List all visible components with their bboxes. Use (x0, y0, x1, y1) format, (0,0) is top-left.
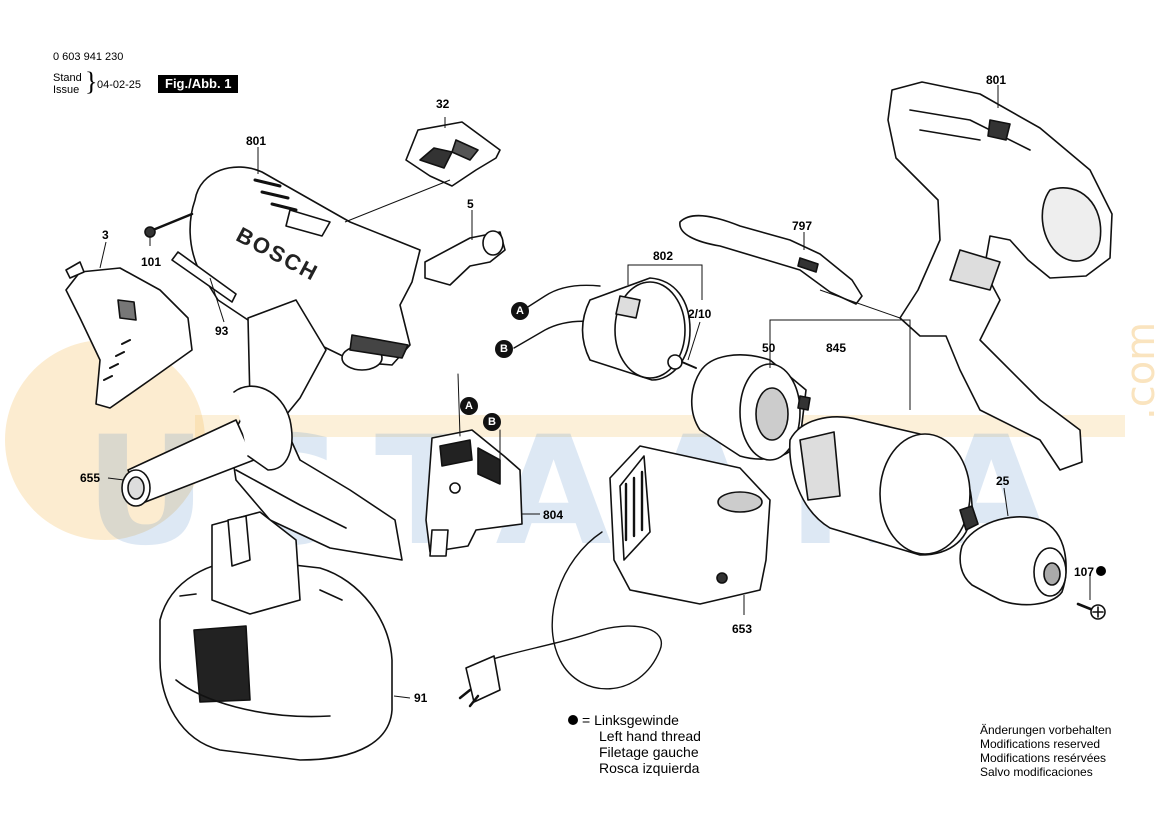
callout-655: 655 (80, 471, 101, 485)
part-number: 0 603 941 230 (53, 51, 124, 63)
part-93-clip (171, 251, 237, 303)
part-50-ring-gear (690, 354, 811, 461)
callout-3: 3 (102, 228, 109, 242)
part-101-screw (144, 212, 194, 238)
callout-32: 32 (436, 97, 450, 111)
notice-line-4: Salvo modificaciones (980, 765, 1093, 779)
part-5-slider (424, 230, 506, 286)
stand-label: Stand (53, 72, 82, 84)
part-91-battery (159, 511, 393, 761)
part-655-aux-handle (121, 385, 347, 529)
callout-2-10: 2/10 (688, 307, 712, 321)
part-797-strap (679, 214, 863, 305)
part-107-screw (1076, 602, 1106, 620)
part-653-charger (458, 445, 771, 708)
marker-a-switch: A (460, 397, 478, 415)
callout-797: 797 (792, 219, 813, 233)
callout-107-text: 107 (1074, 565, 1095, 579)
legend-line-3: Filetage gauche (599, 744, 699, 760)
callout-50: 50 (762, 341, 776, 355)
legend-line-1: = Linksgewinde (568, 712, 679, 728)
notice-line-1: Änderungen vorbehalten (980, 723, 1112, 737)
marker-b-switch: B (483, 413, 501, 431)
callout-93: 93 (215, 324, 229, 338)
callout-5: 5 (467, 197, 474, 211)
callout-804: 804 (543, 508, 564, 522)
brace-symbol: } (85, 67, 98, 96)
legend-dot (568, 715, 578, 725)
part-801-housing-left (189, 166, 421, 561)
notice-line-2: Modifications reserved (980, 737, 1101, 751)
callout-845: 845 (826, 341, 847, 355)
part-802-motor (513, 277, 697, 381)
marker-b-wire: B (495, 340, 513, 358)
issue-date: 04-02-25 (97, 79, 142, 91)
legend-line-4: Rosca izquierda (599, 760, 700, 776)
callout-653: 653 (732, 622, 753, 636)
callout-25: 25 (996, 474, 1010, 488)
figure-label: Fig./Abb. 1 (158, 75, 239, 93)
part-32-cap (405, 121, 501, 187)
part-3-side-panel (65, 261, 193, 409)
notice-line-3: Modifications resérvées (980, 751, 1107, 765)
callout-101: 101 (141, 255, 162, 269)
callout-802: 802 (653, 249, 674, 263)
issue-label: Issue (53, 84, 80, 96)
callout-801-right: 801 (986, 73, 1007, 87)
part-804-switch (425, 373, 523, 557)
left-hand-thread-dot (1096, 566, 1107, 576)
marker-a-wire: A (511, 302, 529, 320)
callout-107: 107 (1074, 565, 1107, 579)
legend-line-2: Left hand thread (599, 728, 701, 744)
part-845-gearbox (789, 416, 979, 556)
part-801-housing-right (887, 81, 1113, 471)
legend-text-1: = Linksgewinde (582, 712, 679, 728)
part-25-chuck-sleeve (959, 516, 1067, 606)
callout-801-left: 801 (246, 134, 267, 148)
callout-91: 91 (414, 691, 428, 705)
